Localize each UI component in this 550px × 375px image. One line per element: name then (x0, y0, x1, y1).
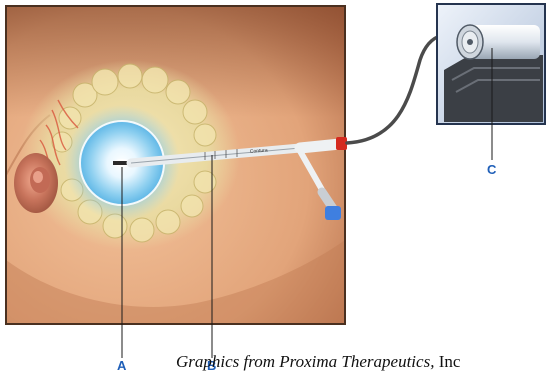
credit-italic: Graphics from Proxima Therapeutics, (176, 352, 434, 371)
callout-a: A (117, 358, 127, 373)
image-credit: Graphics from Proxima Therapeutics, Inc (176, 352, 460, 372)
callout-c: C (487, 162, 497, 177)
luer-valve (325, 206, 341, 220)
credit-plain: Inc (439, 352, 461, 371)
source-port (467, 39, 473, 45)
afterloader-device (437, 4, 545, 124)
breast-illustration: Contura (6, 6, 345, 324)
nipple (14, 153, 58, 213)
